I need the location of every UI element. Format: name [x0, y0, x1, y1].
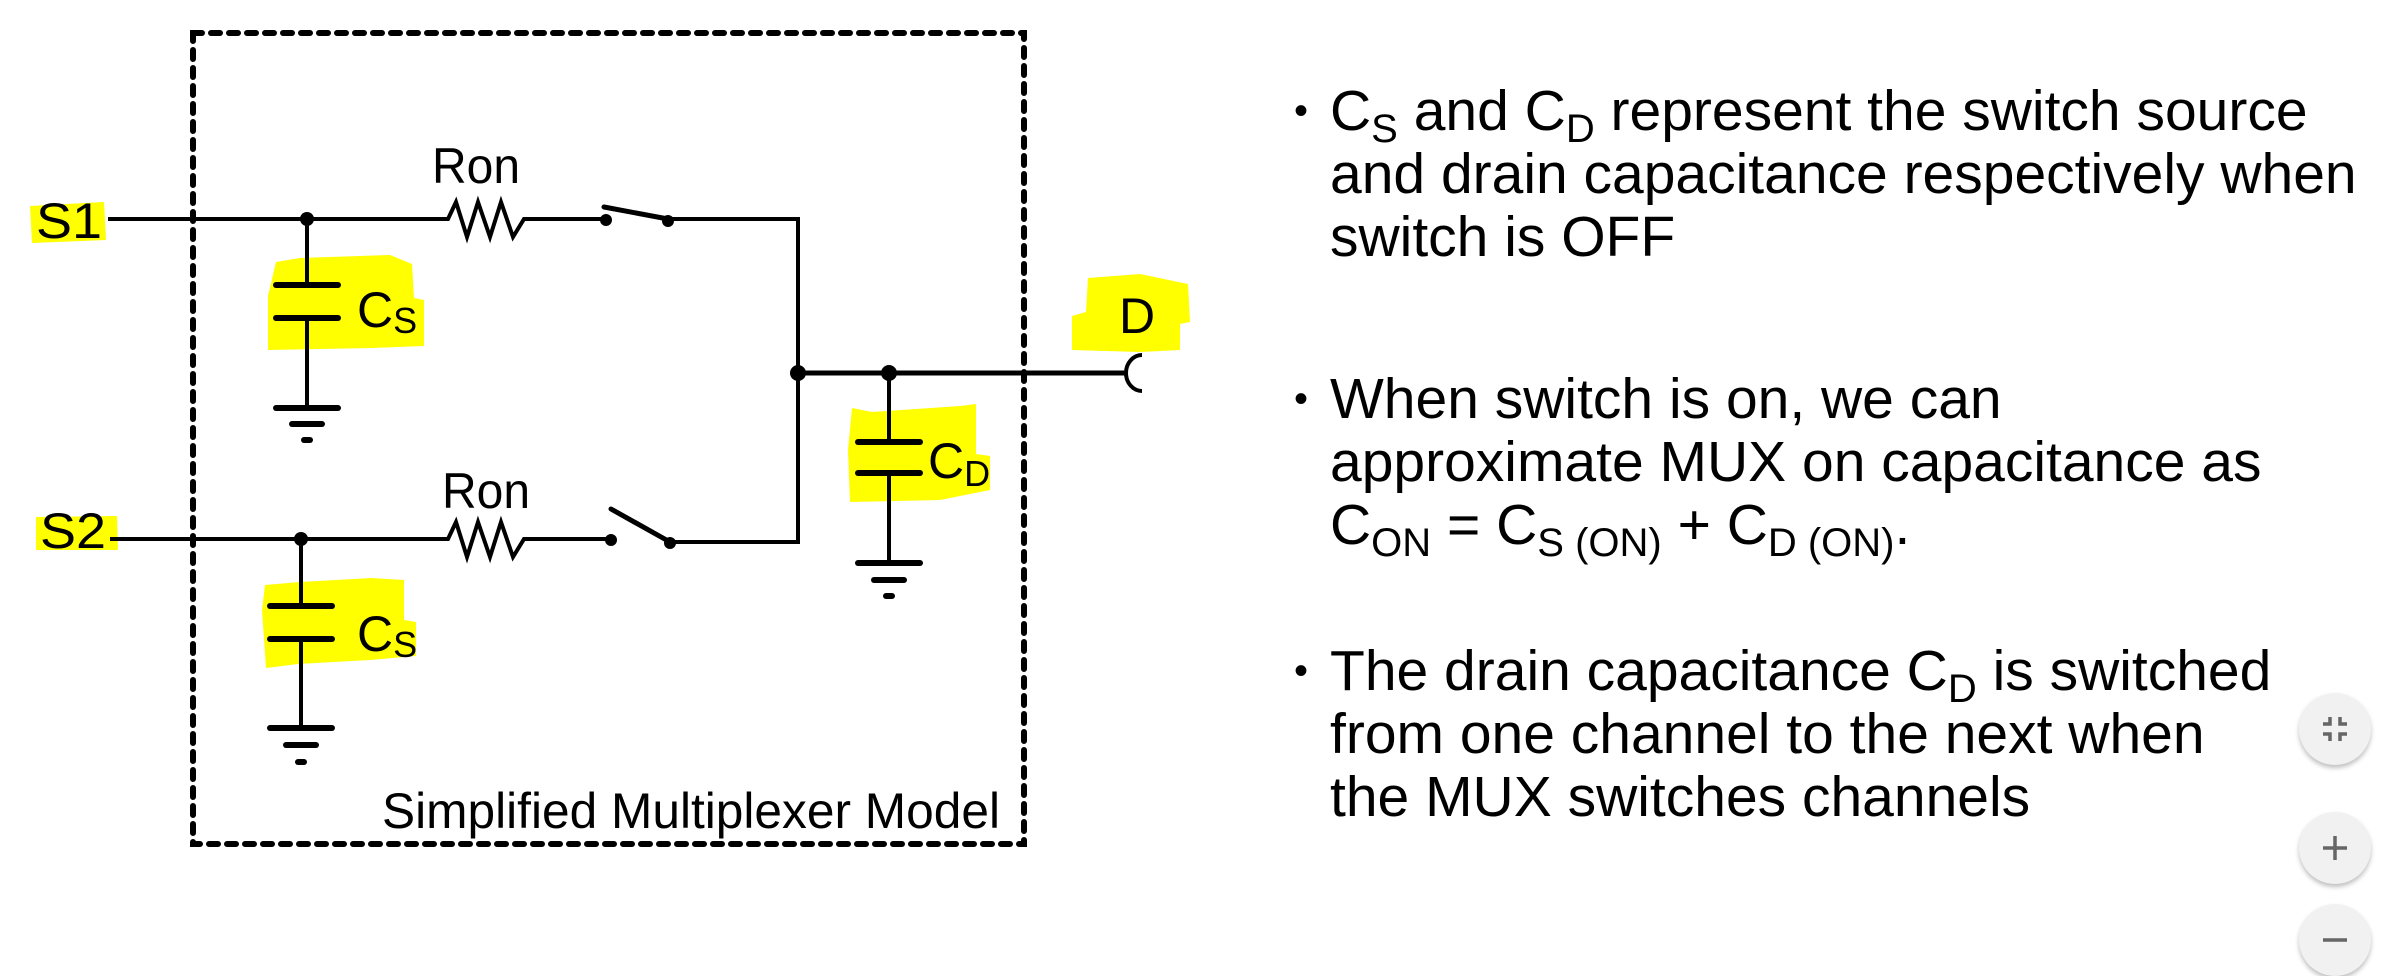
bullet-line: CON = CS (ON) + CD (ON). [1330, 493, 2261, 564]
text-run: C [1330, 79, 1372, 143]
minus-icon [2323, 938, 2347, 942]
switch-1-closed [601, 204, 671, 222]
highlight-d [1072, 274, 1190, 352]
label-ron-1: Ron [432, 138, 520, 194]
text-run: approximate MUX on capacitance as [1330, 430, 2262, 494]
text-run: . [1894, 493, 1911, 557]
subscript: D [1947, 667, 1977, 711]
bullet-glyph: • [1294, 649, 1309, 693]
text-run: represent the switch source [1594, 79, 2308, 143]
label-s2: S2 [40, 503, 106, 559]
exit-fullscreen-icon [2323, 717, 2347, 741]
ground-icon [855, 560, 923, 599]
bullet-line: CS and CD represent the switch source [1330, 79, 2357, 150]
label-cs-2: CS [357, 606, 417, 665]
ground-icon [273, 405, 341, 443]
bullet-line: When switch is on, we can [1330, 368, 2261, 431]
label-cs-1: CS [357, 282, 417, 341]
ground-icon [267, 725, 335, 765]
channel-s2 [110, 506, 798, 765]
zoom-out-button[interactable] [2299, 904, 2371, 976]
drain-output [790, 217, 1143, 599]
subscript: D (ON) [1767, 521, 1895, 565]
highlight-s2 [36, 516, 118, 550]
subscript: S (ON) [1537, 521, 1662, 565]
text-run: The drain capacitance C [1330, 639, 1948, 703]
text-run: C [1330, 493, 1372, 557]
subscript: S [1371, 107, 1398, 151]
text-run: the MUX switches channels [1330, 765, 2031, 829]
bullet-line: from one channel to the next when [1330, 703, 2271, 766]
exit-fullscreen-button[interactable] [2299, 693, 2371, 765]
bullet-glyph: • [1294, 89, 1309, 133]
text-run: is switched [1976, 639, 2272, 703]
text-run: from one channel to the next when [1330, 702, 2205, 766]
highlight-s1 [30, 202, 106, 243]
switch-2-open [608, 506, 673, 545]
channel-s1 [108, 195, 798, 443]
label-cd: CD [928, 433, 990, 494]
subscript: D [1565, 107, 1595, 151]
mux-circuit-diagram: S1 S2 Ron Ron CS CS CD D Simplified Mult… [30, 30, 1190, 847]
resistor-ron-2 [440, 515, 535, 564]
junction-bus [790, 365, 806, 381]
subscript: ON [1371, 521, 1432, 565]
label-s1: S1 [36, 193, 102, 249]
highlight-cd [848, 404, 990, 502]
bullet-glyph: • [1294, 377, 1309, 421]
bullet-line: and drain capacitance respectively when [1330, 143, 2357, 206]
model-title: Simplified Multiplexer Model [382, 783, 1000, 839]
text-run: and C [1397, 79, 1566, 143]
text-run: switch is OFF [1330, 205, 1676, 269]
resistor-ron-1 [440, 195, 535, 244]
bullet-line: the MUX switches channels [1330, 766, 2271, 829]
model-boundary [190, 30, 1027, 847]
bullet-line: approximate MUX on capacitance as [1330, 431, 2261, 494]
zoom-in-button[interactable] [2299, 812, 2371, 884]
text-run: = C [1431, 493, 1538, 557]
text-run: and drain capacitance respectively when [1330, 142, 2357, 206]
bullet-line: switch is OFF [1330, 206, 2357, 269]
highlights [30, 202, 1190, 668]
text-run: When switch is on, we can [1330, 367, 2002, 431]
text-run: + C [1661, 493, 1768, 557]
bullet-line: The drain capacitance CD is switched [1330, 639, 2272, 710]
output-terminal-icon [1124, 353, 1143, 393]
label-ron-2: Ron [442, 463, 530, 519]
plus-icon [2323, 836, 2347, 860]
label-d: D [1119, 288, 1155, 344]
